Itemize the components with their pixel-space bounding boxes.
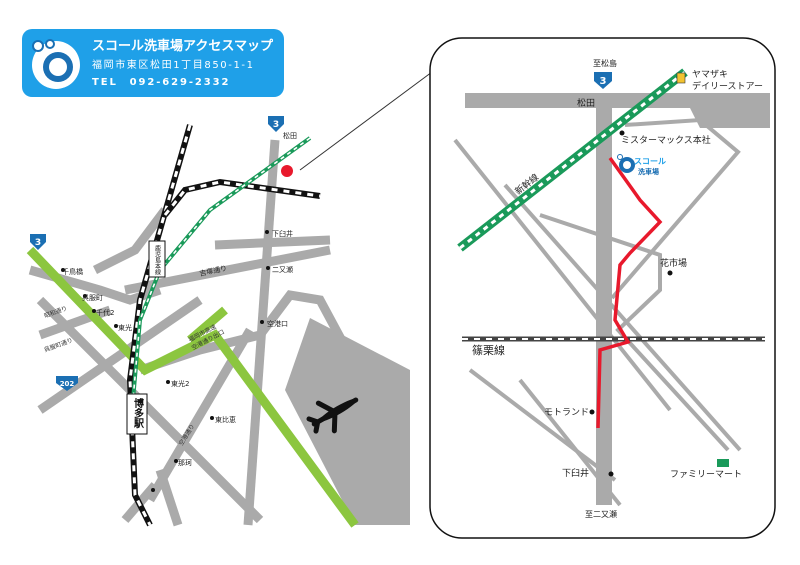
familymart-store-icon	[717, 459, 729, 467]
label-detail-futamatase: 至二又瀬	[585, 509, 617, 519]
svg-text:3: 3	[273, 120, 279, 130]
svg-text:鹿児島本線: 鹿児島本線	[154, 244, 161, 275]
label-familymart: ファミリーマート	[670, 470, 742, 480]
detail-route-badge: 3	[594, 72, 612, 89]
yamazaki-store-icon	[676, 72, 686, 84]
label-detail-shimousui: 下臼井	[562, 467, 589, 479]
label-hanaichiba: 花市場	[660, 257, 687, 269]
route-badge-left: 3	[30, 234, 46, 250]
squall-marker-icon	[617, 154, 635, 173]
squall-logo-text: スコール	[634, 157, 666, 166]
label-yamazaki-2: デイリーストアー	[692, 80, 763, 92]
svg-text:3: 3	[600, 76, 607, 87]
airplane-icon	[306, 397, 359, 434]
overview-roads	[28, 139, 359, 527]
highway-exit	[187, 306, 228, 344]
airport-area	[285, 318, 410, 525]
route-to-squall	[596, 156, 663, 429]
label-hie: 東光	[118, 323, 132, 332]
header-tel: TEL 092-629-2332	[92, 77, 231, 88]
route-badge-top: 3	[268, 116, 284, 132]
detail-roads	[453, 117, 742, 507]
station-box-hakata: 博多駅	[126, 393, 148, 435]
detail-points	[589, 130, 673, 477]
detail-shinkansen	[457, 68, 688, 252]
svg-text:博多駅: 博多駅	[132, 397, 145, 429]
destination-marker	[281, 165, 293, 177]
label-yamazaki: ヤマザキ	[692, 69, 728, 80]
label-higashihie: 東比恵	[215, 415, 236, 424]
header-box: スコール洗車場アクセスマップ 福岡市東区松田1丁目850-1-1 TEL 092…	[22, 29, 284, 97]
label-chiyo2: 千代2	[96, 308, 114, 317]
overview-highway	[26, 246, 359, 528]
label-chiyomachi: 千鳥橋	[62, 267, 83, 276]
route-badge-202: 202	[56, 376, 78, 391]
header-title: スコール洗車場アクセスマップ	[92, 39, 273, 54]
label-sasaguri-line: 篠栗線	[472, 343, 505, 357]
label-kukokoguchi: 空港口	[267, 319, 288, 328]
label-gofukumachi: 呉服町	[82, 294, 103, 302]
label-motorand: モトランド	[544, 407, 589, 418]
svg-text:3: 3	[35, 238, 41, 248]
label-kaminoge: 那珂	[178, 459, 192, 467]
squall-logo-sub: 洗車場	[638, 167, 659, 176]
label-mistermax: ミスターマックス本社	[621, 134, 711, 146]
overview-points	[61, 230, 270, 492]
label-matsushima: 至松島	[593, 58, 617, 68]
label-higashiko2: 東光2	[171, 379, 189, 388]
svg-text:202: 202	[60, 380, 75, 388]
label-shimousui: 下臼井	[272, 229, 293, 238]
header-address: 福岡市東区松田1丁目850-1-1	[92, 60, 255, 71]
callout-line	[299, 71, 433, 171]
label-detail-matsuda: 松田	[577, 97, 595, 109]
squall-logo-icon	[32, 39, 80, 89]
label-futamatase: 二又瀬	[272, 265, 293, 274]
station-box-hakata-line: 鹿児島本線	[148, 240, 166, 278]
label-matsuda: 松田	[283, 131, 297, 140]
